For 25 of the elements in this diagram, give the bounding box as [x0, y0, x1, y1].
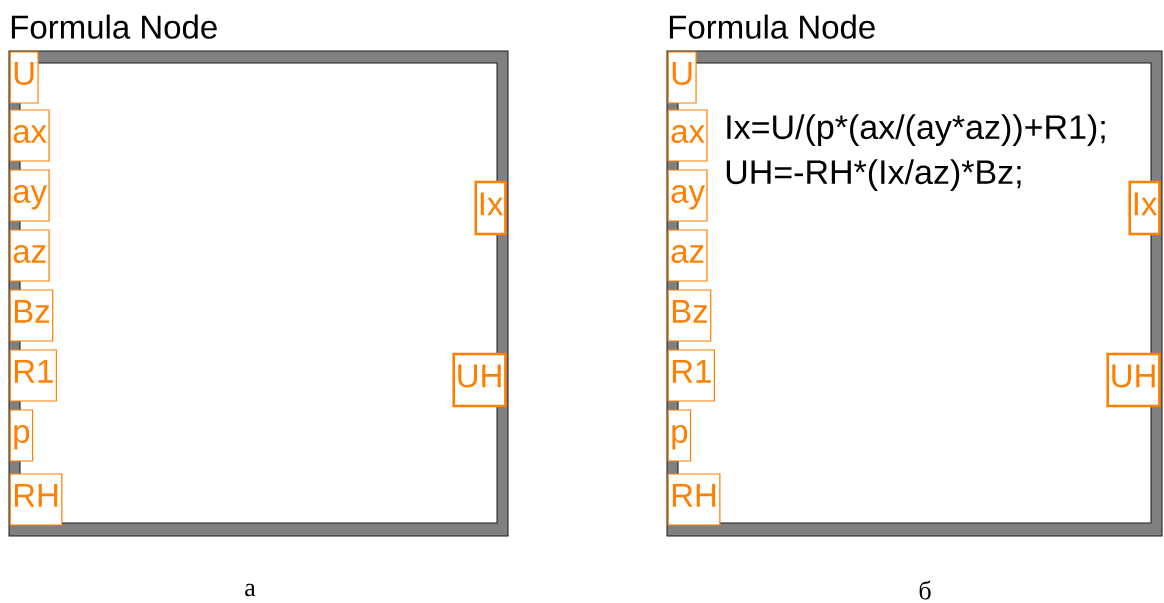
input-terminal: az — [9, 229, 50, 282]
input-terminal: ay — [667, 169, 708, 222]
input-terminal: R1 — [9, 349, 57, 402]
input-terminal: ax — [667, 109, 708, 162]
output-terminal: Ix — [474, 180, 507, 236]
formula-text: Ix=U/(p*(ax/(ay*az))+R1); UH=-RH*(Ix/az)*Bz; — [726, 114, 1105, 191]
input-terminal: az — [667, 229, 708, 282]
output-terminal: UH — [1106, 352, 1161, 408]
heading: Formula Node — [11, 14, 217, 39]
input-terminal: p — [9, 409, 34, 462]
input-terminal: RH — [9, 473, 63, 526]
panel-letter: а — [245, 583, 256, 597]
input-terminal: ax — [9, 109, 50, 162]
input-terminal: Bz — [667, 289, 712, 342]
heading: Formula Node — [669, 14, 875, 39]
output-terminal: Ix — [1128, 180, 1161, 236]
input-terminal: U — [9, 51, 39, 104]
output-terminal: UH — [452, 352, 507, 408]
input-terminal: ay — [9, 169, 50, 222]
input-terminal: RH — [667, 473, 721, 526]
input-terminal: Bz — [9, 289, 54, 342]
panel-letter: б — [919, 580, 931, 600]
input-terminal: R1 — [667, 349, 715, 402]
input-terminal: p — [667, 409, 692, 462]
input-terminal: U — [667, 51, 697, 104]
